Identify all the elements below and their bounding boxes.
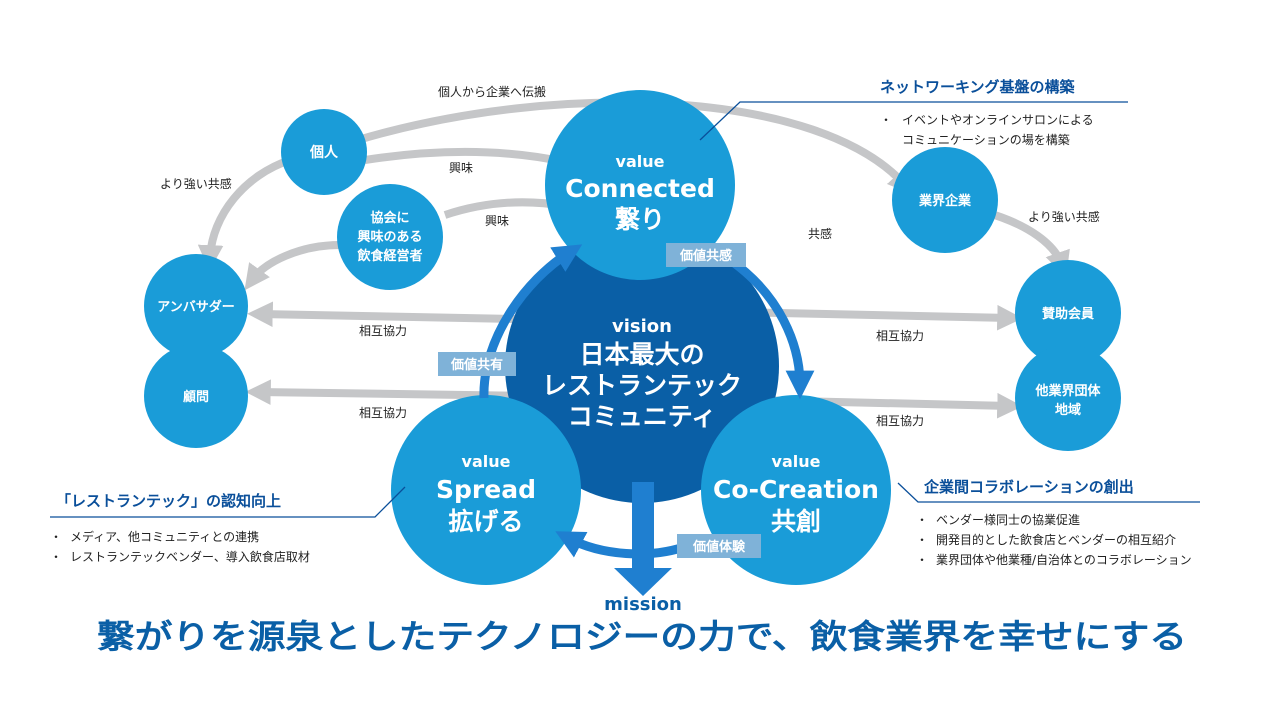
kojin-label: 個人	[309, 144, 339, 161]
label-sogo-2: 相互協力	[359, 405, 407, 420]
label-sogo-3: 相互協力	[876, 328, 924, 343]
badge-kyokan: 価値共感	[679, 248, 732, 264]
badge-taiken: 価値体験	[692, 539, 746, 555]
collab-bullet-2: 開発目的とした飲食店とベンダーの相互紹介	[936, 532, 1176, 547]
recognition-bullet-1: メディア、他コミュニティとの連携	[70, 529, 259, 544]
collab-bullet-dot-2: ・	[916, 533, 928, 547]
kyokai-line-3: 飲食経営者	[356, 248, 422, 264]
node-sanjo	[1015, 260, 1121, 366]
network-bullet-dot: ・	[880, 113, 892, 127]
collab-bullet-3: 業界団体や他業種/自治体とのコラボレーション	[936, 553, 1192, 567]
cocreation-title: Co-Creation	[713, 475, 879, 504]
vision-line-1: 日本最大の	[579, 340, 704, 369]
tagyokai-line-2: 地域	[1055, 402, 1081, 418]
recognition-bullet-dot-1: ・	[50, 530, 62, 544]
recognition-leader-line	[50, 486, 406, 518]
cocreation-tag: value	[772, 452, 821, 471]
cycle-arrow-kyoyu	[479, 244, 583, 399]
label-tsuyoi-left: より強い共感	[160, 176, 232, 191]
label-kojin-to-kigyo: 個人から企業へ伝搬	[438, 84, 546, 99]
kyokai-line-2: 興味のある	[357, 229, 422, 245]
mission-down-arrow	[614, 482, 672, 596]
network-bullet-1: イベントやオンラインサロンによる	[902, 113, 1094, 127]
ambassador-label: アンバサダー	[157, 299, 234, 315]
arrow-kyokai-to-ambassador	[244, 241, 341, 291]
collab-bullet-1: ベンダー様同士の協業促進	[936, 512, 1080, 527]
badge-kyokan-bg	[666, 243, 746, 267]
recognition-bullet-2: レストランテックベンダー、導入飲食店取材	[70, 549, 310, 564]
label-sogo-4: 相互協力	[876, 413, 924, 428]
mission-tag: mission	[604, 594, 682, 615]
connected-title: Connected	[565, 174, 715, 203]
node-komon	[144, 344, 248, 448]
tagyokai-line-1: 他業界団体	[1034, 383, 1101, 399]
label-kyomi-1: 興味	[449, 161, 473, 175]
cocreation-jp: 共創	[771, 507, 821, 536]
vision-line-2: レストランテック	[542, 371, 742, 400]
value-connected-circle	[545, 90, 735, 280]
collab-leader-line	[897, 482, 1200, 503]
cycle-arrow-kyokan	[727, 256, 815, 400]
label-kyokan: 共感	[808, 226, 832, 241]
connected-tag: value	[616, 152, 665, 171]
recognition-heading: 「レストランテック」の認知向上	[56, 492, 281, 510]
connected-jp: 繋り	[615, 205, 665, 234]
arrow-sogo-sanjo	[719, 299, 1023, 331]
vision-line-3: コミュニティ	[568, 402, 717, 431]
badge-kyoyu: 価値共有	[450, 357, 503, 373]
label-tsuyoi-right: より強い共感	[1028, 209, 1100, 224]
collab-bullet-dot-3: ・	[916, 553, 928, 567]
badge-taiken-bg	[677, 534, 761, 558]
mission-statement: 繋がりを源泉としたテクノロジーの力で、飲食業界を幸せにする	[97, 617, 1187, 656]
label-kyomi-2: 興味	[485, 214, 509, 228]
network-leader-line	[699, 101, 1128, 141]
kyokai-line-1: 協会に	[370, 210, 409, 226]
cycle-arrow-taiken	[555, 531, 692, 559]
collab-heading: 企業間コラボレーションの創出	[923, 478, 1134, 496]
spread-title: Spread	[436, 475, 536, 504]
network-bullet-2: コミュニケーションの場を構築	[902, 132, 1070, 147]
value-spread-circle	[391, 395, 581, 585]
label-sogo-1: 相互協力	[359, 323, 407, 338]
node-ambassador	[144, 254, 248, 358]
spread-jp: 拡げる	[448, 507, 523, 536]
arrow-kojin-to-connected	[364, 146, 578, 172]
node-gyokai-kigyo	[892, 147, 998, 253]
node-kyokai	[337, 184, 443, 290]
komon-label: 顧問	[183, 389, 209, 405]
center-circle	[505, 229, 779, 503]
sanjo-label: 賛助会員	[1042, 306, 1094, 322]
arrow-kigyo-to-sanjo	[983, 208, 1070, 278]
collab-bullet-dot-1: ・	[916, 513, 928, 527]
arrow-kojin-to-ambassador	[197, 156, 292, 271]
gyokai-kigyo-label: 業界企業	[918, 193, 972, 209]
spread-tag: value	[462, 452, 511, 471]
recognition-bullet-dot-2: ・	[50, 550, 62, 564]
node-tagyokai	[1015, 345, 1121, 451]
node-kojin	[281, 109, 367, 195]
network-heading: ネットワーキング基盤の構築	[880, 78, 1076, 96]
vision-tag: vision	[612, 316, 672, 337]
badge-kyoyu-bg	[438, 352, 516, 376]
